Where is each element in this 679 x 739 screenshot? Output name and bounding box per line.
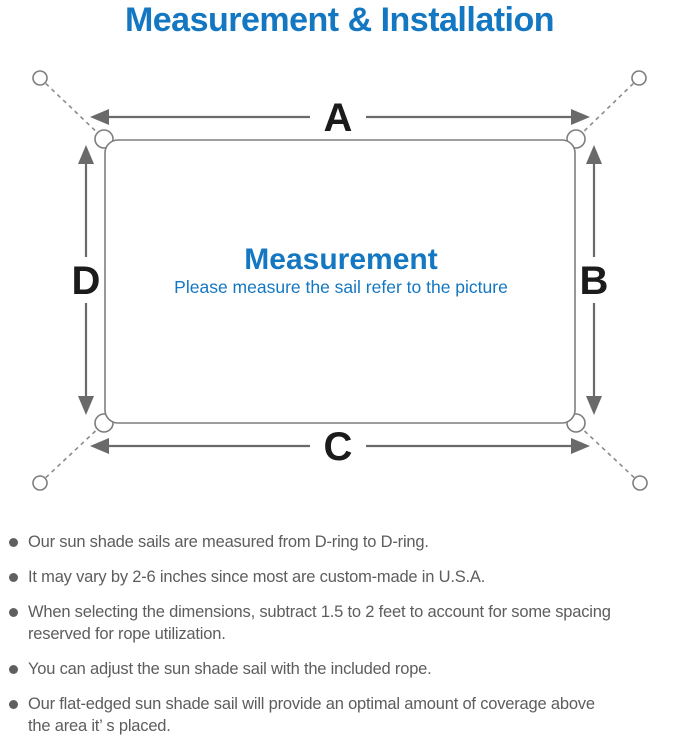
arrowhead-left-icon: [90, 109, 109, 125]
dimension-arrow-c: [90, 438, 590, 454]
arrowhead-right-icon: [571, 109, 590, 125]
bullet-dot-icon: [9, 699, 18, 709]
arrowhead-left-icon: [90, 438, 109, 454]
anchor-ring-icon-top-right: [631, 70, 647, 86]
dimension-arrow-a: [90, 109, 590, 125]
note-item: Our flat-edged sun shade sail will provi…: [0, 693, 673, 737]
note-item: Our sun shade sails are measured from D-…: [0, 531, 673, 553]
arrowhead-up-icon: [78, 145, 94, 164]
diagram-center-title: Measurement: [244, 243, 437, 276]
arrowhead-down-icon: [586, 396, 602, 415]
measurement-diagram: A B C D Measurement Please measure the s…: [0, 55, 679, 515]
arrowhead-down-icon: [78, 396, 94, 415]
note-item: When selecting the dimensions, subtract …: [0, 601, 673, 645]
sail-outline: [104, 139, 576, 424]
edge-label-c: C: [324, 425, 353, 469]
note-text: It may vary by 2-6 inches since most are…: [28, 568, 486, 586]
edge-label-b: B: [580, 259, 609, 303]
note-item: You can adjust the sun shade sail with t…: [0, 658, 673, 680]
rope-bottom-left: [39, 422, 105, 484]
diagram-center-subtitle: Please measure the sail refer to the pic…: [174, 277, 508, 297]
arrowhead-right-icon: [571, 438, 590, 454]
page-title: Measurement & Installation: [124, 1, 555, 39]
rope-bottom-right: [575, 422, 641, 484]
rope-top-left: [39, 77, 105, 140]
edge-label-d: D: [72, 259, 101, 303]
note-item: It may vary by 2-6 inches since most are…: [0, 566, 673, 588]
dimension-arrow-d: [78, 145, 94, 415]
anchor-ring-icon-bottom-left: [32, 475, 48, 491]
rope-top-right: [575, 77, 640, 140]
note-text: You can adjust the sun shade sail with t…: [28, 660, 432, 678]
dimension-arrow-b: [586, 145, 602, 415]
bullet-dot-icon: [9, 537, 18, 547]
arrowhead-up-icon: [586, 145, 602, 164]
note-text: When selecting the dimensions, subtract …: [28, 603, 611, 643]
anchor-ring-icon-top-left: [32, 70, 48, 86]
bullet-dot-icon: [9, 607, 18, 617]
note-text: Our sun shade sails are measured from D-…: [28, 533, 429, 551]
notes-list: Our sun shade sails are measured from D-…: [0, 531, 679, 739]
anchor-ring-icon-bottom-right: [632, 475, 648, 491]
edge-label-a: A: [324, 96, 353, 140]
note-text: Our flat-edged sun shade sail will provi…: [28, 695, 595, 735]
bullet-dot-icon: [9, 664, 18, 674]
bullet-dot-icon: [9, 572, 18, 582]
diagram-svg: A B C D Measurement Please measure the s…: [32, 70, 648, 491]
